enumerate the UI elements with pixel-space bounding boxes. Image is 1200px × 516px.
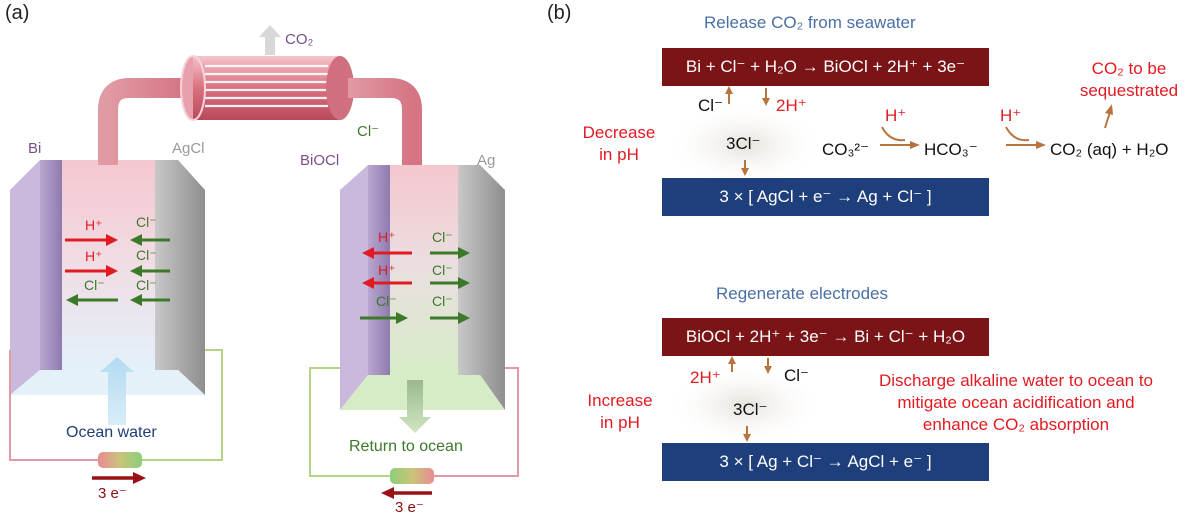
cell2-ion-h-2: H⁺ — [378, 262, 396, 278]
ocean-water-label: Ocean water — [66, 424, 157, 441]
resistor-1 — [98, 452, 142, 468]
release-bi-oxidation-equation: Bi + Cl⁻ + H₂O → BiOCl + 2H⁺ + 3e⁻ — [685, 57, 966, 76]
cell1-ion-arrows — [65, 234, 170, 306]
panel-b-label: (b) — [547, 2, 572, 24]
cell1-electrolyte — [62, 160, 155, 370]
regenerate-title: Regenerate electrodes — [716, 284, 889, 303]
agcl-electrode-label: AgCl — [172, 140, 205, 157]
cell1-ion-cl-3: Cl⁻ — [84, 277, 105, 293]
cell1-bottom — [10, 370, 205, 395]
ag-electrode-label: Ag — [477, 152, 496, 169]
release-agcl-reduction-equation: 3 × [ AgCl + e⁻ → Ag + Cl⁻ ] — [719, 187, 932, 206]
bicarbonate-ion: HCO₃⁻ — [924, 140, 978, 159]
cell2-ion-cl-1: Cl⁻ — [432, 229, 453, 245]
regen-2h-in: 2H⁺ — [690, 368, 721, 387]
electrons-label-1: 3 e⁻ — [98, 485, 127, 502]
cell-1 — [10, 160, 205, 395]
proton-curve-1 — [881, 126, 906, 142]
cell2-ion-h-1: H⁺ — [378, 229, 396, 245]
electron-arrow-2 — [381, 487, 432, 499]
cell2-ion-cl-2: Cl⁻ — [432, 262, 453, 278]
release-3cl: 3Cl⁻ — [726, 134, 761, 153]
cell2-ion-cl-4: Cl⁻ — [432, 293, 453, 309]
release-title: Release CO₂ from seawater — [704, 13, 916, 32]
outlet-pipe-2 — [348, 78, 422, 185]
circuit-2 — [309, 367, 519, 477]
regen-small-arrows — [728, 356, 772, 442]
co2-gas-label: CO₂ — [285, 31, 314, 48]
co2-stripper — [180, 55, 354, 121]
co2-aq: CO₂ (aq) + H₂O — [1050, 140, 1169, 159]
co2-sequestered-label: CO₂ to be sequestrated — [1079, 59, 1179, 100]
proton-curve-2 — [1005, 126, 1030, 142]
electron-arrow-1 — [92, 472, 146, 484]
regen-bottom-bar — [662, 443, 989, 481]
cell1-left-electrode-side — [10, 160, 40, 395]
panel-a-label: (a) — [5, 2, 30, 24]
regen-top-bar — [662, 318, 989, 356]
co2-out-arrow — [259, 25, 281, 55]
regen-ag-oxidation-equation: 3 × [ Ag + Cl⁻ → AgCl + e⁻ ] — [719, 452, 932, 471]
cell2-electrolyte — [390, 165, 458, 375]
regen-glow — [665, 363, 825, 447]
release-small-arrows — [725, 86, 1113, 176]
return-to-ocean-arrow — [399, 380, 431, 433]
bi-electrode-label: Bi — [28, 140, 42, 157]
circuit-1 — [9, 349, 223, 461]
release-glow — [665, 103, 825, 187]
outlet-pipe-1 — [98, 78, 185, 165]
cell2-left-electrode — [368, 165, 390, 375]
release-cl-in: Cl⁻ — [698, 96, 724, 115]
cell1-right-electrode — [155, 160, 205, 395]
increase-ph-label: Increase in pH — [587, 391, 653, 432]
regen-cl-out: Cl⁻ — [784, 366, 810, 385]
decrease-ph-label: Decrease in pH — [582, 123, 656, 164]
cell1-ion-cl-4: Cl⁻ — [136, 277, 157, 293]
cell1-ion-cl-2: Cl⁻ — [136, 247, 157, 263]
cell2-right-electrode — [458, 165, 505, 410]
cl-transfer-label: Cl⁻ — [357, 123, 380, 140]
cell1-ion-h-1: H⁺ — [85, 217, 103, 233]
carbonate-ion: CO₃²⁻ — [822, 140, 870, 159]
regen-3cl: 3Cl⁻ — [733, 400, 768, 419]
cell2-ion-arrows — [360, 247, 470, 324]
cell1-ion-cl-1: Cl⁻ — [136, 214, 157, 230]
cell2-ion-cl-3: Cl⁻ — [376, 293, 397, 309]
discharge-alkaline-label: Discharge alkaline water to ocean to mit… — [878, 371, 1154, 434]
proton-2: H⁺ — [1000, 106, 1022, 125]
biocl-electrode-label: BiOCl — [300, 152, 340, 169]
cell-2 — [340, 165, 505, 410]
release-bottom-bar — [662, 178, 989, 216]
resistor-2 — [390, 468, 434, 484]
proton-1: H⁺ — [885, 106, 907, 125]
cell1-left-electrode — [40, 160, 62, 370]
regen-biocl-reduction-equation: BiOCl + 2H⁺ + 3e⁻ → Bi + Cl⁻ + H₂O — [685, 327, 966, 346]
cell1-ion-h-2: H⁺ — [85, 248, 103, 264]
release-2h-out: 2H⁺ — [776, 96, 807, 115]
electrons-label-2: 3 e⁻ — [395, 499, 424, 516]
release-top-bar — [662, 48, 989, 86]
return-to-ocean-label: Return to ocean — [349, 438, 463, 455]
ocean-water-inlet-arrow — [100, 357, 134, 425]
